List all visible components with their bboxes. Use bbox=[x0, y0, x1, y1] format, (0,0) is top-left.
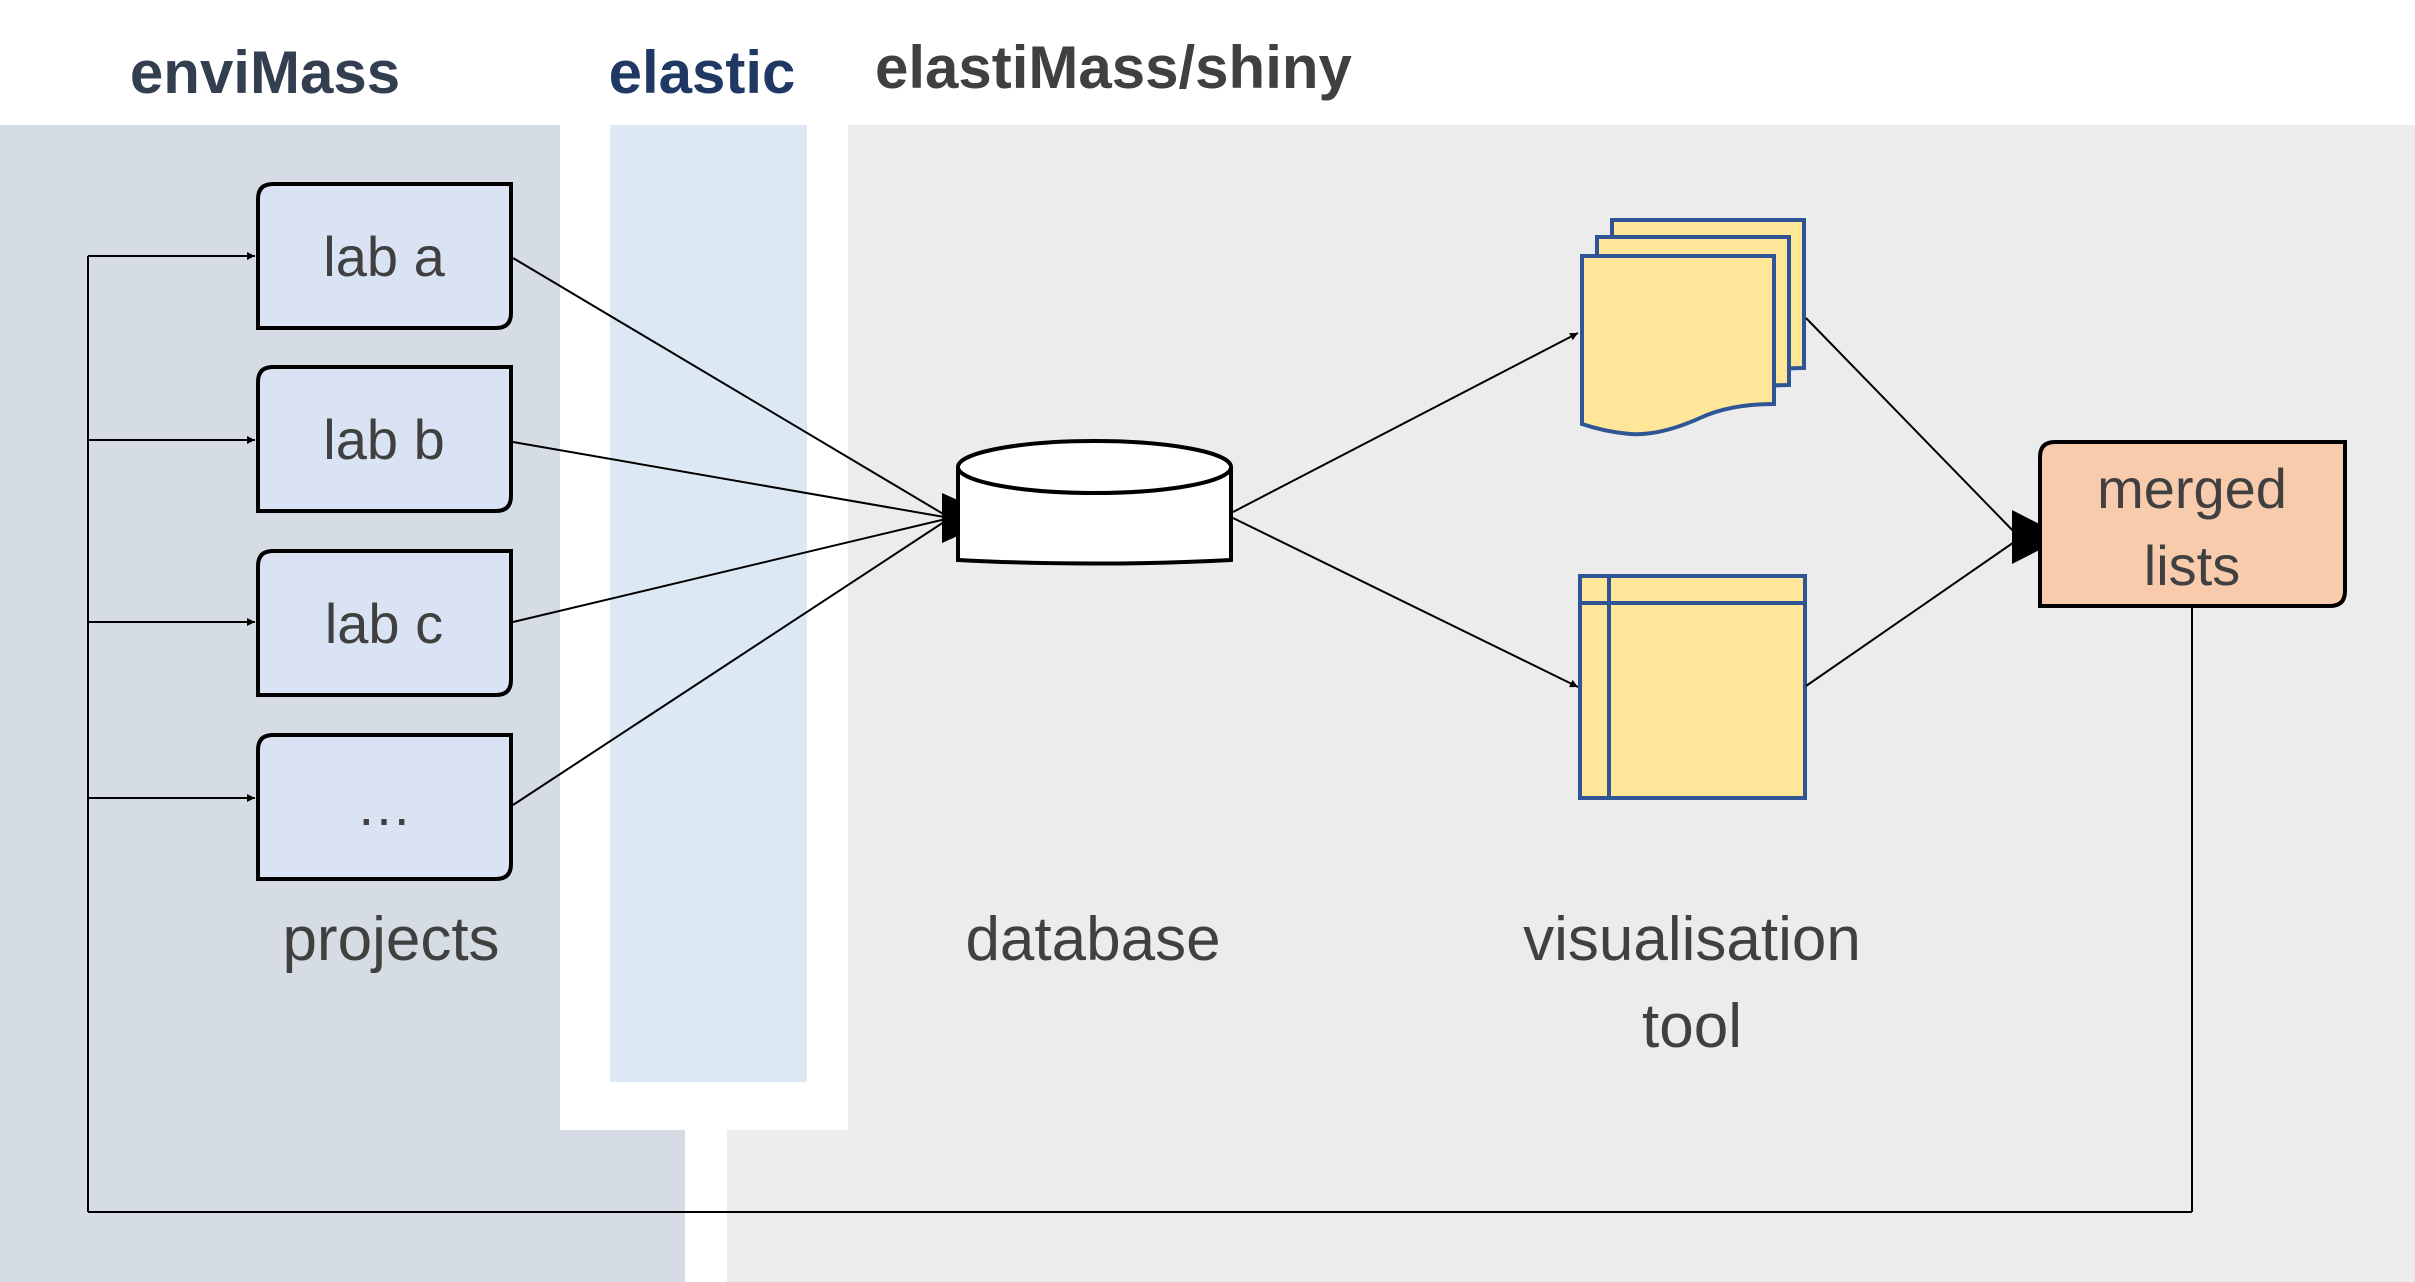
project-to-database-lines bbox=[512, 257, 951, 806]
caption-visualisation-line1: visualisation bbox=[1523, 905, 1861, 974]
merged-label-line1: merged bbox=[2097, 457, 2287, 520]
project-label: … bbox=[356, 774, 412, 837]
project-label: lab c bbox=[325, 592, 443, 655]
merged-label-line2: lists bbox=[2144, 534, 2240, 597]
project-box-lab-a[interactable]: lab a bbox=[256, 182, 513, 330]
database-cylinder-icon[interactable] bbox=[956, 439, 1233, 566]
header-elastimass-shiny: elastiMass/shiny bbox=[875, 34, 1353, 101]
elastic-band bbox=[610, 125, 807, 1082]
caption-projects: projects bbox=[282, 905, 499, 974]
project-box-lab-c[interactable]: lab c bbox=[256, 549, 513, 697]
multi-document-icon[interactable] bbox=[1580, 218, 1806, 437]
caption-database: database bbox=[965, 905, 1220, 974]
project-label: lab a bbox=[323, 225, 445, 288]
header-envimass: enviMass bbox=[130, 39, 400, 106]
feedback-loop bbox=[87, 256, 2193, 1213]
header-elastic: elastic bbox=[609, 39, 796, 106]
tool-to-merged-lines bbox=[1805, 317, 2021, 687]
project-box-lab-b[interactable]: lab b bbox=[256, 365, 513, 513]
project-box-more[interactable]: … bbox=[256, 733, 513, 881]
shiny-panel-lower bbox=[727, 1130, 2415, 1282]
project-boxes: lab a lab b lab c … bbox=[256, 182, 513, 881]
table-view-icon[interactable] bbox=[1578, 574, 1807, 800]
project-label: lab b bbox=[323, 408, 444, 471]
merged-lists-box[interactable]: merged lists bbox=[2038, 440, 2347, 608]
elastic-gap-lower bbox=[685, 1130, 727, 1282]
caption-visualisation-line2: tool bbox=[1642, 992, 1742, 1061]
database-to-tool-lines bbox=[1232, 332, 1579, 688]
feedback-arrows bbox=[88, 252, 255, 802]
